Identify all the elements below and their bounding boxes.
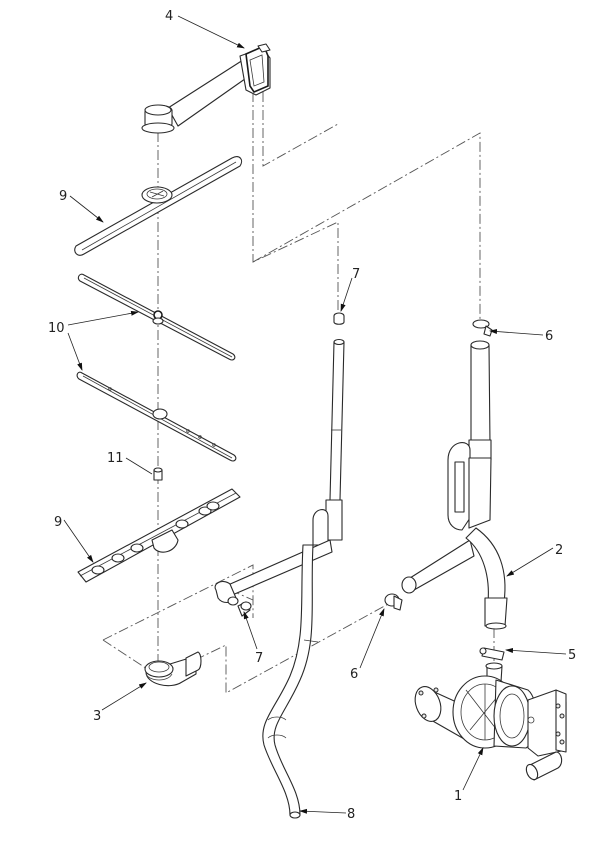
leader-3 [101,682,147,711]
leader-lines [63,15,567,814]
leader-9-upper [69,195,104,223]
callout-10-upper: 10 [48,321,65,336]
leader-11 [125,457,153,475]
part-6-top-clamp [472,319,493,337]
centerline-supply-right [252,132,481,320]
centerline-supply-inner [262,92,339,167]
leader-2 [506,547,554,577]
part-10-lower-middle-spray-arm [76,371,237,462]
leader-5 [505,647,567,655]
callout-6-top: 6 [545,329,553,344]
callout-1: 1 [454,789,462,804]
callout-3: 3 [93,709,101,724]
leader-10-upper [67,310,139,326]
part-5-pump-clamp [479,647,505,661]
leader-6-side [359,608,385,669]
callout-4: 4 [165,9,173,24]
leader-7-upper [340,277,353,312]
callout-6-side: 6 [350,667,358,682]
centerlines [102,92,495,694]
leader-8 [299,808,347,814]
callout-11: 11 [107,451,124,466]
part-1-circulation-pump [414,662,567,781]
part-3-lower-hub [144,651,202,687]
part-9-lower-spray-arm [77,488,241,583]
part-7-upper-clamp [333,312,345,325]
part-10-upper-middle-spray-arm [77,273,236,361]
leader-7-lower [243,611,258,650]
centerline-supply-left [252,92,339,310]
leader-9-lower [63,519,94,563]
leader-10-lower [67,332,83,371]
leader-6-top [489,329,544,336]
callout-7-lower: 7 [255,651,263,666]
callout-9-upper: 9 [59,189,67,204]
callout-7-upper: 7 [352,267,360,282]
callout-labels: 4 9 10 10 11 9 3 7 7 8 6 6 2 5 1 [48,9,576,822]
callout-5: 5 [568,648,576,663]
leader-1 [462,747,484,791]
part-2-y-manifold [401,340,508,630]
part-6-side-clamp [384,593,403,611]
part-11-nut [153,467,163,481]
part-4-supply-pipe [141,43,271,134]
leader-4 [177,15,245,49]
part-9-upper-spray-arm [74,156,243,256]
callout-9-lower: 9 [54,515,62,530]
centerline-hub-to-clamp7 [102,564,254,641]
part-7-lower-clamp [237,601,252,617]
callout-8: 8 [347,807,355,822]
callout-2: 2 [555,543,563,558]
part-8-wash-hose [214,338,345,819]
